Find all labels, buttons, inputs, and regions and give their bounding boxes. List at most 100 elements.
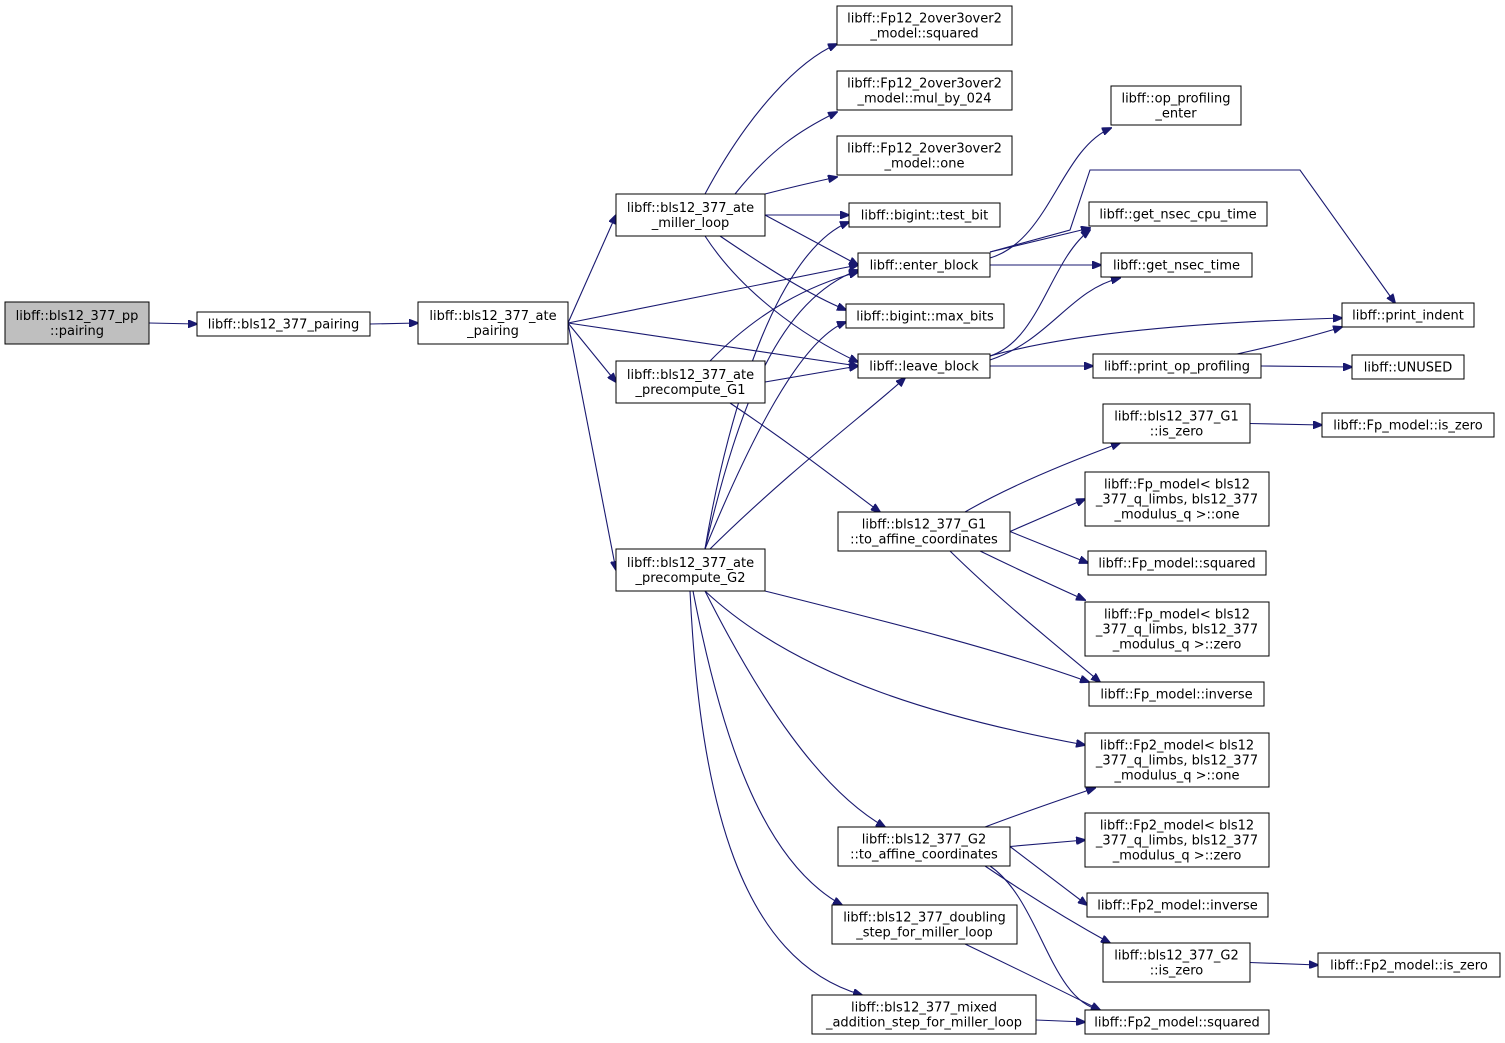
node-box: [1087, 550, 1267, 576]
node-enter-block[interactable]: libff::enter_block: [857, 252, 991, 278]
node-box: [1084, 732, 1270, 788]
node-fp12-squared[interactable]: libff::Fp12_2over3over2_model::squared: [836, 5, 1013, 46]
edge-enter-block-to-print-indent: [989, 169, 1395, 303]
node-fp-is-zero[interactable]: libff::Fp_model::is_zero: [1321, 412, 1495, 438]
edge-g1-to-affine-to-fp-squared: [1009, 530, 1088, 564]
edge-mixed-addition-to-fp2-squared: [1035, 1020, 1085, 1022]
node-box: [615, 548, 766, 592]
edge-miller-loop-to-fp12-one: [764, 177, 837, 195]
node-box: [615, 193, 766, 237]
edge-pairing-to-ate-pairing: [369, 323, 418, 324]
node-fp2-model-zero[interactable]: libff::Fp2_model< bls12_377_q_limbs, bls…: [1084, 812, 1270, 868]
node-label-line: _pairing: [466, 324, 519, 339]
node-box: [1084, 601, 1270, 657]
edge-precompute-g1-to-enter-block: [709, 272, 858, 362]
edge-precompute-g2-to-leave-block: [709, 378, 905, 550]
node-label-line: ::to_affine_coordinates: [850, 848, 998, 863]
node-label-line: libff::get_nsec_cpu_time: [1099, 208, 1256, 223]
node-label-line: _modulus_q >::zero: [1112, 638, 1242, 653]
node-g1-is-zero[interactable]: libff::bls12_377_G1::is_zero: [1102, 403, 1251, 444]
node-box: [4, 301, 150, 345]
edge-g1-to-affine-to-fp-model-one: [1009, 499, 1085, 533]
node-miller-loop[interactable]: libff::bls12_377_ate_miller_loop: [615, 193, 766, 237]
node-box: [831, 904, 1018, 945]
node-print-op-profiling[interactable]: libff::print_op_profiling: [1092, 353, 1262, 379]
node-fp12-mul-by-024[interactable]: libff::Fp12_2over3over2_model::mul_by_02…: [836, 70, 1013, 111]
node-box: [1088, 201, 1268, 227]
node-box: [1102, 403, 1251, 444]
node-leave-block[interactable]: libff::leave_block: [857, 353, 991, 379]
node-fp2-inverse[interactable]: libff::Fp2_model::inverse: [1086, 892, 1269, 918]
node-box: [1088, 681, 1265, 707]
node-box: [837, 511, 1011, 552]
node-label-line: _model::one: [884, 157, 965, 172]
node-label-line: libff::Fp12_2over3over2: [847, 142, 1002, 157]
node-pairing-pp[interactable]: libff::bls12_377_pp::pairing: [4, 301, 150, 345]
node-label-line: libff::bigint::max_bits: [856, 310, 994, 325]
node-fp-model-zero[interactable]: libff::Fp_model< bls12_377_q_limbs, bls1…: [1084, 601, 1270, 657]
node-print-indent[interactable]: libff::print_indent: [1341, 302, 1475, 328]
node-op-profiling-enter[interactable]: libff::op_profiling_enter: [1110, 85, 1242, 126]
edge-g1-to-affine-to-fp-inverse: [949, 550, 1100, 682]
node-box: [845, 303, 1005, 329]
node-precompute-g1[interactable]: libff::bls12_377_ate_precompute_G1: [615, 360, 766, 404]
node-label-line: _377_q_limbs, bls12_377: [1095, 754, 1258, 769]
node-precompute-g2[interactable]: libff::bls12_377_ate_precompute_G2: [615, 548, 766, 592]
node-label-line: _377_q_limbs, bls12_377: [1095, 623, 1258, 638]
node-label-line: libff::bls12_377_G2: [862, 833, 987, 848]
node-label-line: ::to_affine_coordinates: [850, 533, 998, 548]
edge-g1-is-zero-to-fp-is-zero: [1249, 424, 1322, 426]
edge-g1-to-affine-to-fp-model-zero: [979, 550, 1085, 600]
node-label-line: _addition_step_for_miller_loop: [825, 1016, 1022, 1031]
node-unused[interactable]: libff::UNUSED: [1351, 354, 1465, 380]
node-box: [811, 994, 1037, 1035]
edge-g1-to-affine-to-g1-is-zero: [964, 443, 1120, 513]
node-ate-pairing[interactable]: libff::bls12_377_ate_pairing: [417, 301, 569, 345]
node-nsec-cpu-time[interactable]: libff::get_nsec_cpu_time: [1088, 201, 1268, 227]
edge-g2-to-affine-to-g2-is-zero: [984, 865, 1110, 943]
edge-g2-is-zero-to-fp2-is-zero: [1249, 963, 1318, 966]
edge-precompute-g2-to-doubling-step: [692, 590, 842, 905]
node-label-line: libff::bls12_377_pairing: [208, 318, 359, 333]
node-label-line: libff::bls12_377_mixed: [851, 1001, 997, 1016]
node-doubling-step[interactable]: libff::bls12_377_doubling_step_for_mille…: [831, 904, 1018, 945]
node-fp-squared[interactable]: libff::Fp_model::squared: [1087, 550, 1267, 576]
edge-precompute-g2-to-mixed-addition: [689, 590, 862, 995]
node-nsec-time[interactable]: libff::get_nsec_time: [1100, 252, 1253, 278]
node-fp12-one[interactable]: libff::Fp12_2over3over2_model::one: [836, 135, 1013, 176]
edge-precompute-g2-to-fp-inverse: [764, 590, 1089, 682]
node-g2-is-zero[interactable]: libff::bls12_377_G2::is_zero: [1102, 942, 1251, 983]
node-box: [1086, 892, 1269, 918]
node-fp-model-one[interactable]: libff::Fp_model< bls12_377_q_limbs, bls1…: [1084, 471, 1270, 527]
node-fp2-is-zero[interactable]: libff::Fp2_model::is_zero: [1317, 952, 1501, 978]
edge-ate-pairing-to-precompute-g1: [567, 322, 616, 382]
node-label-line: libff::bls12_377_ate: [429, 309, 556, 324]
node-label-line: _precompute_G2: [634, 571, 745, 586]
node-fp2-model-one[interactable]: libff::Fp2_model< bls12_377_q_limbs, bls…: [1084, 732, 1270, 788]
node-g1-to-affine[interactable]: libff::bls12_377_G1::to_affine_coordinat…: [837, 511, 1011, 552]
edge-ate-pairing-to-enter-block: [567, 265, 858, 324]
node-label-line: libff::Fp_model::squared: [1098, 557, 1255, 572]
node-label-line: libff::bls12_377_G1: [1114, 410, 1239, 425]
edge-g2-to-affine-to-fp2-inverse: [1009, 846, 1087, 906]
node-box: [836, 70, 1013, 111]
node-box: [1084, 1009, 1270, 1035]
node-label-line: libff::Fp2_model::is_zero: [1330, 959, 1488, 974]
edge-doubling-step-to-fp2-squared: [964, 943, 1100, 1010]
node-test-bit[interactable]: libff::bigint::test_bit: [848, 202, 1001, 228]
node-fp-inverse[interactable]: libff::Fp_model::inverse: [1088, 681, 1265, 707]
node-label-line: libff::get_nsec_time: [1113, 259, 1240, 274]
node-box: [1351, 354, 1465, 380]
node-mixed-addition[interactable]: libff::bls12_377_mixed_addition_step_for…: [811, 994, 1037, 1035]
node-pairing[interactable]: libff::bls12_377_pairing: [196, 311, 371, 337]
node-g2-to-affine[interactable]: libff::bls12_377_G2::to_affine_coordinat…: [837, 826, 1011, 867]
node-label-line: libff::bls12_377_G2: [1114, 949, 1239, 964]
edge-ate-pairing-to-miller-loop: [567, 215, 616, 324]
node-fp2-squared[interactable]: libff::Fp2_model::squared: [1084, 1009, 1270, 1035]
node-label-line: _modulus_q >::one: [1114, 508, 1240, 523]
edge-miller-loop-to-enter-block: [764, 214, 858, 265]
node-label-line: ::is_zero: [1150, 425, 1204, 440]
node-max-bits[interactable]: libff::bigint::max_bits: [845, 303, 1005, 329]
